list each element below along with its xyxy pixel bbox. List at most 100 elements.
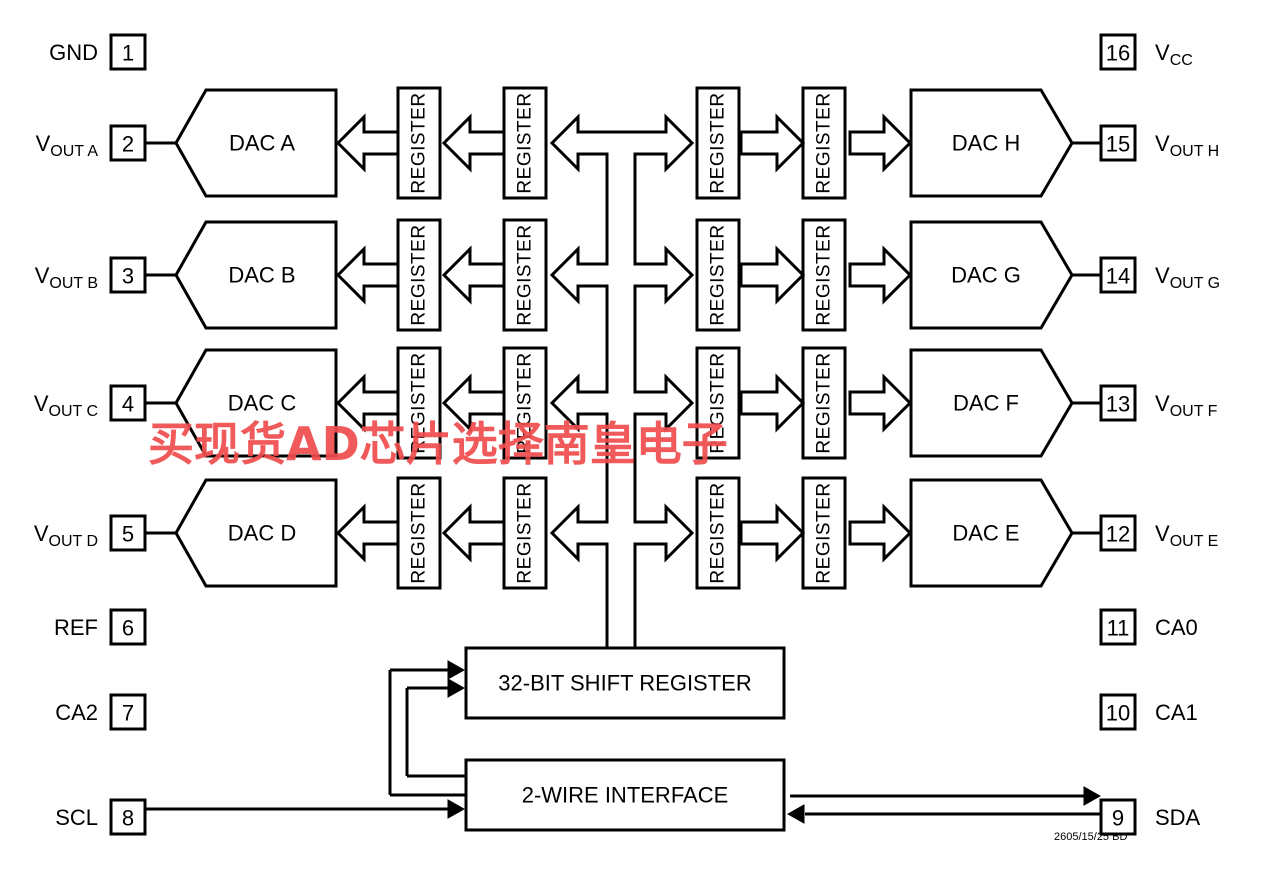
register-3-3: REGISTER <box>801 476 847 590</box>
pin-number: 13 <box>1106 392 1130 417</box>
pin-number: 9 <box>1112 806 1124 831</box>
register-box <box>396 86 442 200</box>
bus-arrow-to-register <box>441 373 506 433</box>
pin-box <box>109 124 147 162</box>
loop-arrow-head <box>447 660 466 680</box>
dac-shape <box>909 88 1074 198</box>
pin-number: 6 <box>122 616 134 641</box>
pin-label-sub: OUT G <box>1170 275 1220 292</box>
pin-box <box>109 514 147 552</box>
pin-label: VOUT H <box>1155 131 1219 160</box>
register-3-2: REGISTER <box>695 476 741 590</box>
central-bus <box>549 113 695 650</box>
dac-left-3: DAC D <box>145 478 338 588</box>
register-box <box>502 476 548 590</box>
register-2-3: REGISTER <box>801 346 847 460</box>
register-1-0: REGISTER <box>396 218 442 332</box>
register-0-1: REGISTER <box>502 86 548 200</box>
register-box <box>695 476 741 590</box>
pin-number: 11 <box>1107 616 1130 641</box>
pin-10: 10 CA1 <box>1099 693 1198 731</box>
pin-label: CA0 <box>1155 615 1198 640</box>
interface-wiring <box>145 660 1102 824</box>
register-label: REGISTER <box>708 92 729 193</box>
pin-label-sub: OUT A <box>50 143 98 160</box>
dac-left-1: DAC B <box>145 220 338 330</box>
pin-box <box>1099 798 1137 836</box>
dac-label: DAC H <box>952 131 1020 156</box>
register-label: REGISTER <box>515 224 536 325</box>
pin-label: VOUT E <box>1155 521 1218 550</box>
pin-label-main: V <box>1155 263 1170 288</box>
register-1-2: REGISTER <box>695 218 741 332</box>
scl-arrow-head <box>447 799 466 819</box>
pin-label: GND <box>49 40 98 65</box>
register-label: REGISTER <box>814 92 835 193</box>
register-2-2: REGISTER <box>695 346 741 460</box>
dac-label: DAC F <box>953 391 1019 416</box>
pin-box <box>1099 608 1137 646</box>
register-label: REGISTER <box>814 224 835 325</box>
register-label: REGISTER <box>814 482 835 583</box>
register-label: REGISTER <box>515 92 536 193</box>
bus-arrow-to-dac <box>848 245 913 305</box>
pin-box <box>1099 256 1137 294</box>
dac-right-2: DAC F <box>909 348 1101 458</box>
dac-shape <box>909 348 1074 458</box>
pin-16: 16 VCC <box>1099 33 1193 71</box>
pin-label: VOUT C <box>34 391 98 420</box>
shift-register-block: 32-BIT SHIFT REGISTER <box>464 646 786 720</box>
dac-shape <box>909 478 1074 588</box>
pin-box <box>1099 693 1137 731</box>
register-blocks: REGISTER REGISTER REGISTER REGISTER REGISTER… <box>396 86 847 590</box>
bus-arrow-to-register <box>739 245 806 305</box>
pin-label: VCC <box>1155 40 1193 69</box>
pin-label-sub: OUT E <box>1170 533 1219 550</box>
register-label: REGISTER <box>708 482 729 583</box>
register-label: REGISTER <box>814 352 835 453</box>
pin-number: 2 <box>122 132 134 157</box>
dac-right-0: DAC H <box>909 88 1101 198</box>
pin-label-sub: OUT D <box>49 533 98 550</box>
pin-label: VOUT B <box>35 263 98 292</box>
pin-label-sub: OUT C <box>49 403 98 420</box>
register-label: REGISTER <box>409 352 430 453</box>
pin-label-main: V <box>1155 131 1170 156</box>
pin-label: CA1 <box>1155 700 1198 725</box>
pin-number: 1 <box>122 41 134 66</box>
pin-box <box>1099 33 1137 71</box>
bus-arrow-to-dac <box>335 373 400 433</box>
pin-number: 10 <box>1106 701 1130 726</box>
pin-label-main: GND <box>49 40 98 65</box>
pin-15: 15 VOUT H <box>1099 124 1219 162</box>
register-box <box>695 218 741 332</box>
bus-arrow-to-dac <box>848 113 913 173</box>
pin-number: 15 <box>1106 132 1130 157</box>
pin-box <box>1099 384 1137 422</box>
register-label: REGISTER <box>515 352 536 453</box>
dac-label: DAC E <box>952 521 1019 546</box>
bus-arrow-to-dac <box>335 503 400 563</box>
register-0-2: REGISTER <box>695 86 741 200</box>
register-3-0: REGISTER <box>396 476 442 590</box>
register-1-1: REGISTER <box>502 218 548 332</box>
pin-11: 11 CA0 <box>1099 608 1198 646</box>
pin-label-main: CA0 <box>1155 615 1198 640</box>
register-box <box>801 476 847 590</box>
pin-box <box>109 33 147 71</box>
register-box <box>396 218 442 332</box>
pin-label: SDA <box>1155 805 1201 830</box>
pin-label: CA2 <box>55 700 98 725</box>
bus-arrow-to-dac <box>335 113 400 173</box>
pin-number: 16 <box>1106 41 1130 66</box>
